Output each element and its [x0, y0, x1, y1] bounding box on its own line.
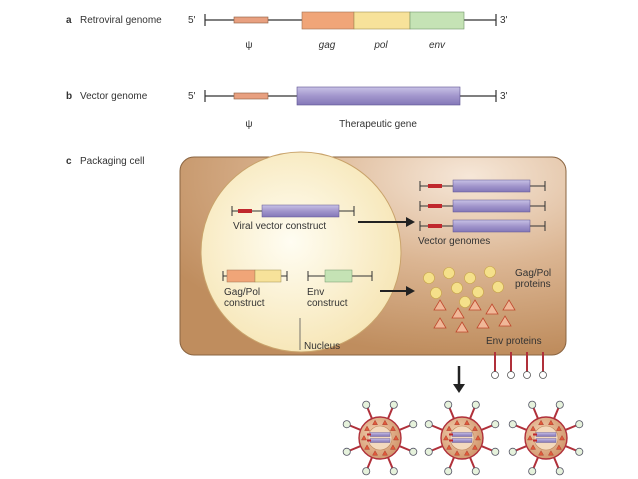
- panel-b-three-prime: 3': [500, 91, 508, 102]
- gagpol-proteins-label-line2: proteins: [515, 279, 551, 290]
- viral-vector-construct-label: Viral vector construct: [233, 221, 326, 232]
- env-proteins-label: Env proteins: [486, 336, 542, 347]
- vector-genome-2: [419, 199, 546, 213]
- nucleus-label: Nucleus: [304, 341, 340, 352]
- nucleus: [200, 151, 402, 353]
- vector-genomes: [419, 179, 546, 233]
- panel-a-psi-segment: [233, 16, 269, 24]
- panel-b-title: Vector genome: [80, 91, 148, 102]
- arrow-down-head: [453, 384, 465, 393]
- vvc-psi-marker: [238, 209, 252, 213]
- panel-c: c Packaging cell Viral vector construct: [66, 151, 567, 393]
- gagpol-proteins: [423, 266, 504, 308]
- env-protein-stalks: [491, 352, 547, 379]
- panel-b-five-prime: 5': [188, 91, 196, 102]
- env-label: env: [429, 40, 446, 51]
- panel-b: b Vector genome 5' 3' ψ Therapeutic gene: [66, 86, 508, 130]
- virion-3: [508, 400, 584, 476]
- therapeutic-gene-label: Therapeutic gene: [339, 119, 417, 130]
- gagpol-construct-label-line2: construct: [224, 298, 265, 309]
- panel-b-letter: b: [66, 91, 72, 102]
- env-construct-label-line2: construct: [307, 298, 348, 309]
- virion-1: [342, 400, 418, 476]
- therapeutic-gene-segment: [296, 86, 461, 106]
- panel-c-letter: c: [66, 156, 72, 167]
- panel-a-letter: a: [66, 15, 72, 26]
- panel-b-psi-label: ψ: [245, 119, 252, 130]
- gagpol-construct-gag: [226, 269, 256, 283]
- panel-a-five-prime: 5': [188, 15, 196, 26]
- vector-genome-3: [419, 219, 546, 233]
- env-proteins-triangles: [433, 299, 516, 333]
- panel-a-three-prime: 3': [500, 15, 508, 26]
- virion-2: [424, 400, 500, 476]
- gag-segment: [301, 11, 355, 30]
- vvc-gene-bar: [261, 204, 340, 218]
- vector-genomes-label: Vector genomes: [418, 236, 490, 247]
- gagpol-construct-label-line1: Gag/Pol: [224, 287, 260, 298]
- panel-a-psi-label: ψ: [245, 40, 252, 51]
- pol-label: pol: [373, 40, 388, 51]
- vector-genome-1: [419, 179, 546, 193]
- panel-a-title: Retroviral genome: [80, 15, 162, 26]
- env-construct-env: [324, 269, 353, 283]
- pol-segment: [353, 11, 411, 30]
- arrow-to-proteins-head: [406, 286, 415, 296]
- arrow-to-vector-genomes-head: [406, 217, 415, 227]
- env-construct-label-line1: Env: [307, 287, 324, 298]
- panel-a: a Retroviral genome 5' 3' ψ gag pol env: [66, 11, 508, 51]
- panel-c-title: Packaging cell: [80, 156, 144, 167]
- gag-label: gag: [319, 40, 336, 51]
- virions: [342, 400, 584, 476]
- panel-b-psi-segment: [233, 92, 269, 100]
- gagpol-proteins-label-line1: Gag/Pol: [515, 268, 551, 279]
- env-segment: [409, 11, 465, 30]
- gagpol-construct-pol: [254, 269, 282, 283]
